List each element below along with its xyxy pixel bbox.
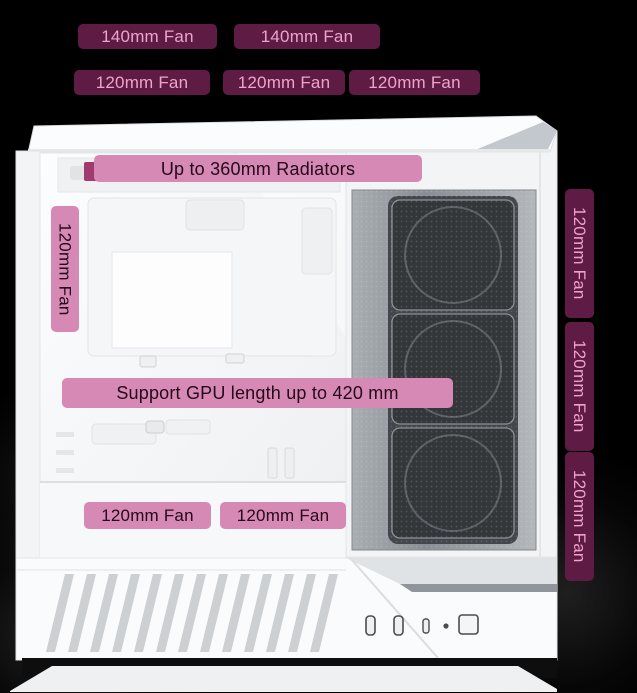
led-dot-icon — [443, 623, 449, 629]
top-fan-badge-120-2: 120mm Fan — [223, 70, 345, 95]
usb-c-port-icon — [422, 618, 430, 634]
front-io-ports — [365, 614, 479, 636]
left-frame — [15, 150, 41, 561]
left-side-fan-badge: 120mm Fan — [51, 206, 79, 332]
right-side-fan-badge-1: 120mm Fan — [565, 189, 594, 318]
usb-a-port-icon — [393, 615, 404, 636]
top-right-accent — [468, 122, 557, 153]
bottom-fan-badge-1: 120mm Fan — [84, 502, 211, 529]
radiator-support-badge: Up to 360mm Radiators — [94, 155, 422, 182]
cpu-cutout-panel — [111, 251, 233, 349]
top-fan-badge-120-3: 120mm Fan — [349, 70, 480, 95]
right-side-fan-badge-3: 120mm Fan — [565, 452, 594, 581]
top-fan-badge-120-1: 120mm Fan — [74, 70, 210, 95]
right-side-fan-badge-2: 120mm Fan — [565, 322, 594, 451]
bottom-fan-badge-2: 120mm Fan — [220, 502, 346, 529]
front-mesh-panel — [345, 130, 558, 558]
bottom-section — [10, 557, 558, 692]
case-base-skid — [10, 666, 557, 692]
top-fan-badge-140-1: 140mm Fan — [78, 24, 217, 49]
case-top-panel — [27, 115, 558, 154]
bottom-accent-band — [346, 558, 557, 584]
top-fan-badge-140-2: 140mm Fan — [234, 24, 380, 49]
psu-shroud-vents — [46, 574, 338, 652]
usb-a-port-icon — [365, 615, 376, 636]
gpu-length-badge: Support GPU length up to 420 mm — [62, 378, 453, 408]
power-button-icon — [458, 614, 479, 635]
